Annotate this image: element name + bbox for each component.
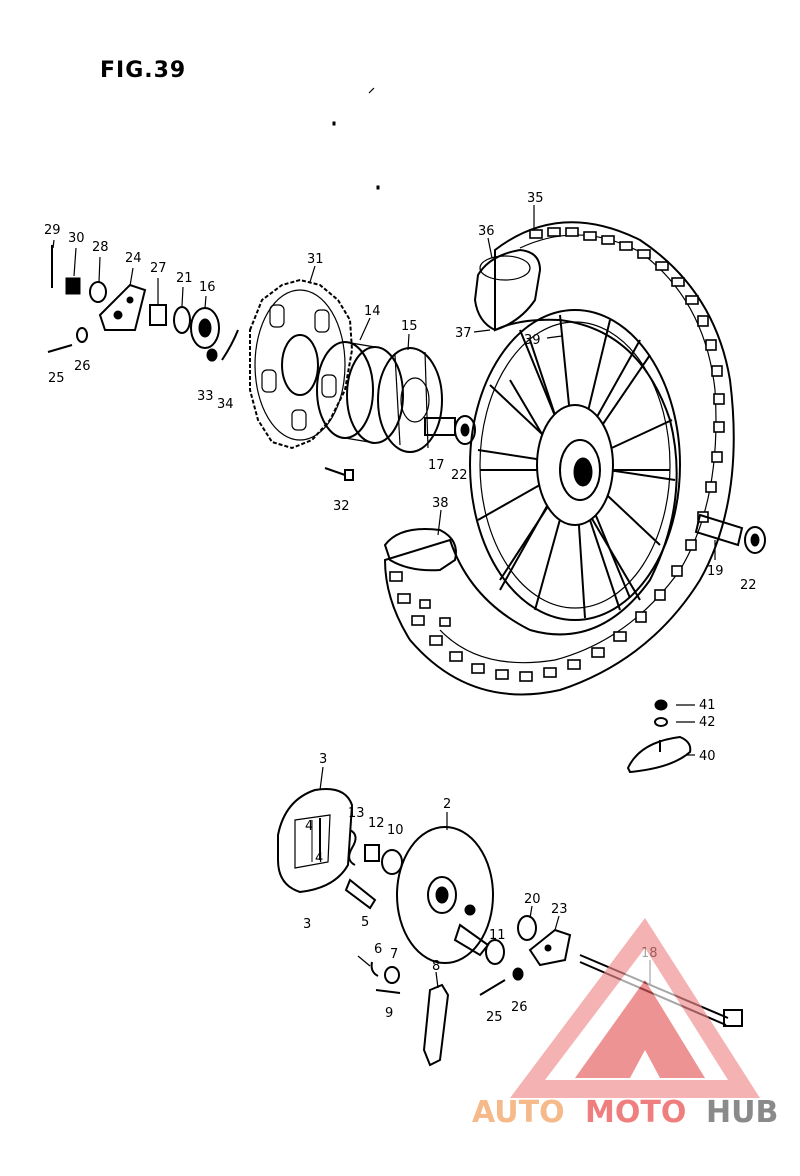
callout-11: 11 <box>489 928 506 943</box>
watermark-logo <box>510 918 760 1098</box>
callout-4-lower: 4 <box>315 851 323 866</box>
callout-21: 21 <box>176 271 193 286</box>
callout-17: 17 <box>428 458 445 473</box>
callout-9: 9 <box>385 1006 393 1021</box>
spacer-20 <box>517 915 537 941</box>
callout-25-bottom: 25 <box>486 1010 503 1025</box>
callout-38: 38 <box>432 496 449 511</box>
brake-cam-5 <box>344 878 377 910</box>
callout-22-left: 22 <box>451 468 468 483</box>
callout-8: 8 <box>432 959 440 974</box>
callout-28: 28 <box>92 240 109 255</box>
washer-28 <box>89 281 107 303</box>
brake-arm-8 <box>422 983 450 1067</box>
wheel-hub <box>536 404 614 526</box>
brake-shoes <box>277 788 354 894</box>
nut-33 <box>206 348 218 362</box>
callout-16: 16 <box>199 280 216 295</box>
cam-12 <box>364 844 380 862</box>
watermark-moto: MOTO <box>585 1095 686 1130</box>
callout-29: 29 <box>44 223 61 238</box>
watermark-hub: HUB <box>706 1095 778 1130</box>
callout-24: 24 <box>125 251 142 266</box>
callout-19: 19 <box>707 564 724 579</box>
callout-31: 31 <box>307 252 324 267</box>
callout-5: 5 <box>361 915 369 930</box>
callout-22-right: 22 <box>740 578 757 593</box>
lower-tire-section <box>383 528 457 572</box>
rear-sprocket <box>249 278 354 450</box>
washer-26-left <box>76 327 88 343</box>
callout-20: 20 <box>524 892 541 907</box>
leader-lines <box>52 205 716 989</box>
sprocket-carrier <box>316 341 404 444</box>
callout-35: 35 <box>527 191 544 206</box>
collar-11 <box>485 939 505 965</box>
bolt-25-bottom <box>479 979 506 996</box>
callout-12: 12 <box>368 816 385 831</box>
callout-3-top: 3 <box>319 752 327 767</box>
circlip-6 <box>370 961 379 977</box>
callout-4-upper: 4 <box>305 819 313 834</box>
callout-32: 32 <box>333 499 350 514</box>
callout-3-bottom: 3 <box>303 917 311 932</box>
callout-27: 27 <box>150 261 167 276</box>
callout-13: 13 <box>348 806 365 821</box>
tire-tread-blocks <box>389 227 725 682</box>
callout-40: 40 <box>699 749 716 764</box>
wheel-rim <box>469 309 681 621</box>
callout-14: 14 <box>364 304 381 319</box>
callout-10: 10 <box>387 823 404 838</box>
chain-adjuster-23 <box>528 928 572 967</box>
callout-41: 41 <box>699 698 716 713</box>
stray-mark <box>376 185 380 190</box>
part-callouts: 29 30 28 24 27 21 16 31 14 15 25 26 33 3… <box>44 191 757 1025</box>
callout-26-bottom: 26 <box>511 1000 528 1015</box>
callout-36: 36 <box>478 224 495 239</box>
bolt-25-left <box>47 344 73 353</box>
spacer-19 <box>694 513 744 547</box>
stray-mark <box>332 121 336 126</box>
callout-23: 23 <box>551 902 568 917</box>
lock-washer-34 <box>221 329 239 361</box>
washer-7 <box>384 966 400 984</box>
spring-13 <box>348 829 357 866</box>
collar-27 <box>149 304 167 326</box>
chain-adjuster-24 <box>98 283 147 331</box>
washer-42 <box>654 717 668 727</box>
brake-panel <box>396 826 494 964</box>
rear-tire <box>383 221 735 696</box>
stray-mark <box>368 87 375 94</box>
watermark-auto: AUTO <box>472 1095 565 1130</box>
callout-34: 34 <box>217 397 234 412</box>
callout-7: 7 <box>390 947 398 962</box>
callout-30: 30 <box>68 231 85 246</box>
callout-15: 15 <box>401 319 418 334</box>
callout-37: 37 <box>455 326 472 341</box>
tube-section <box>473 248 542 332</box>
callout-2: 2 <box>443 797 451 812</box>
mud-guard-40 <box>626 735 692 774</box>
washer-26-bottom <box>512 967 524 981</box>
nut-30 <box>65 277 81 295</box>
nut-41 <box>654 699 668 711</box>
callout-25-left: 25 <box>48 371 65 386</box>
callout-42: 42 <box>699 715 716 730</box>
callout-6: 6 <box>374 942 382 957</box>
wheel-damper <box>377 347 443 453</box>
callout-26-left: 26 <box>74 359 91 374</box>
bolt-32 <box>324 467 354 481</box>
callout-39: 39 <box>524 333 541 348</box>
bearing-22-left <box>454 415 476 445</box>
bolt-9 <box>375 989 401 994</box>
bearing-22-right <box>744 526 766 554</box>
washer-21 <box>173 306 191 334</box>
callout-33: 33 <box>197 389 214 404</box>
figure-title: FIG.39 <box>100 58 187 83</box>
